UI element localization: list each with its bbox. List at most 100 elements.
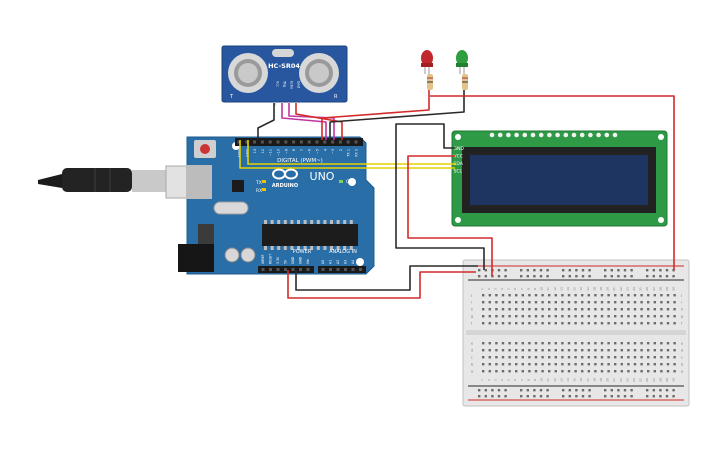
breadboard-hole[interactable] <box>482 322 485 325</box>
breadboard-hole[interactable] <box>567 363 571 366</box>
rail-hole[interactable] <box>546 395 549 398</box>
breadboard-hole[interactable] <box>594 342 597 345</box>
breadboard-hole[interactable] <box>653 342 656 345</box>
breadboard-hole[interactable] <box>581 294 584 297</box>
breadboard-hole[interactable] <box>574 294 577 297</box>
breadboard-hole[interactable] <box>554 363 557 366</box>
breadboard-hole[interactable] <box>508 308 511 311</box>
breadboard-hole[interactable] <box>561 301 564 304</box>
breadboard-hole[interactable] <box>653 301 656 304</box>
breadboard-hole[interactable] <box>521 363 524 366</box>
breadboard-hole[interactable] <box>614 322 617 325</box>
rail-hole[interactable] <box>562 389 565 392</box>
breadboard-hole[interactable] <box>581 363 584 366</box>
breadboard-hole[interactable] <box>673 308 676 311</box>
breadboard-hole[interactable] <box>482 294 485 297</box>
breadboard-hole[interactable] <box>495 349 498 352</box>
breadboard-hole[interactable] <box>594 349 597 352</box>
breadboard-hole[interactable] <box>561 322 564 325</box>
breadboard-hole[interactable] <box>607 349 610 352</box>
breadboard-hole[interactable] <box>627 294 630 297</box>
breadboard-hole[interactable] <box>567 342 571 345</box>
breadboard-hole[interactable] <box>600 301 604 304</box>
rail-hole[interactable] <box>630 395 633 398</box>
breadboard-hole[interactable] <box>587 370 590 373</box>
breadboard-hole[interactable] <box>660 294 663 297</box>
rail-hole[interactable] <box>672 395 675 398</box>
rail-hole[interactable] <box>610 275 613 278</box>
rail-hole[interactable] <box>581 389 585 392</box>
breadboard-hole[interactable] <box>627 308 630 311</box>
rail-hole[interactable] <box>617 395 620 398</box>
breadboard-hole[interactable] <box>660 356 663 359</box>
rail-hole[interactable] <box>630 389 633 392</box>
breadboard-hole[interactable] <box>548 294 551 297</box>
breadboard-hole[interactable] <box>633 349 637 352</box>
breadboard-hole[interactable] <box>607 342 610 345</box>
digital-pin-hole[interactable] <box>260 140 264 144</box>
rail-hole[interactable] <box>588 269 591 272</box>
rail-hole[interactable] <box>588 275 591 278</box>
breadboard-hole[interactable] <box>515 370 518 373</box>
rail-hole[interactable] <box>652 395 655 398</box>
rail-hole[interactable] <box>491 275 494 278</box>
rail-hole[interactable] <box>520 269 523 272</box>
breadboard-hole[interactable] <box>673 363 676 366</box>
breadboard-hole[interactable] <box>660 363 663 366</box>
rail-hole[interactable] <box>581 269 585 272</box>
breadboard-hole[interactable] <box>581 356 584 359</box>
rail-hole[interactable] <box>546 389 549 392</box>
breadboard-hole[interactable] <box>640 308 643 311</box>
digital-pin-hole[interactable] <box>299 140 303 144</box>
breadboard-hole[interactable] <box>574 315 577 318</box>
breadboard-hole[interactable] <box>673 315 676 318</box>
breadboard-hole[interactable] <box>567 322 571 325</box>
rail-hole[interactable] <box>497 389 501 392</box>
breadboard-hole[interactable] <box>633 294 637 297</box>
breadboard-hole[interactable] <box>521 349 524 352</box>
rail-hole[interactable] <box>562 275 565 278</box>
breadboard-hole[interactable] <box>561 342 564 345</box>
breadboard-hole[interactable] <box>515 349 518 352</box>
breadboard-hole[interactable] <box>594 308 597 311</box>
breadboard-hole[interactable] <box>594 322 597 325</box>
breadboard-hole[interactable] <box>528 356 531 359</box>
breadboard-hole[interactable] <box>482 308 485 311</box>
rail-hole[interactable] <box>652 389 655 392</box>
breadboard-hole[interactable] <box>488 308 491 311</box>
breadboard-hole[interactable] <box>673 370 676 373</box>
breadboard-hole[interactable] <box>666 322 670 325</box>
rail-hole[interactable] <box>484 395 487 398</box>
breadboard-hole[interactable] <box>548 342 551 345</box>
rail-hole[interactable] <box>491 389 494 392</box>
breadboard-hole[interactable] <box>561 349 564 352</box>
breadboard-hole[interactable] <box>482 301 485 304</box>
rail-hole[interactable] <box>478 269 481 272</box>
breadboard-hole[interactable] <box>600 349 604 352</box>
breadboard-hole[interactable] <box>515 294 518 297</box>
breadboard-hole[interactable] <box>554 370 557 373</box>
breadboard-hole[interactable] <box>607 363 610 366</box>
rail-hole[interactable] <box>604 269 607 272</box>
breadboard-hole[interactable] <box>614 363 617 366</box>
breadboard-hole[interactable] <box>607 322 610 325</box>
breadboard-hole[interactable] <box>581 301 584 304</box>
breadboard-hole[interactable] <box>554 356 557 359</box>
breadboard-hole[interactable] <box>534 342 538 345</box>
breadboard-hole[interactable] <box>607 315 610 318</box>
breadboard-hole[interactable] <box>515 363 518 366</box>
breadboard-hole[interactable] <box>574 370 577 373</box>
breadboard-hole[interactable] <box>548 356 551 359</box>
breadboard-hole[interactable] <box>548 349 551 352</box>
breadboard-hole[interactable] <box>653 322 656 325</box>
rail-hole[interactable] <box>610 269 613 272</box>
breadboard-hole[interactable] <box>660 349 663 352</box>
rail-hole[interactable] <box>568 269 571 272</box>
breadboard-hole[interactable] <box>567 349 571 352</box>
breadboard-hole[interactable] <box>508 342 511 345</box>
rail-hole[interactable] <box>575 275 578 278</box>
breadboard-hole[interactable] <box>495 315 498 318</box>
breadboard-hole[interactable] <box>534 349 538 352</box>
breadboard-hole[interactable] <box>567 301 571 304</box>
breadboard-hole[interactable] <box>594 301 597 304</box>
